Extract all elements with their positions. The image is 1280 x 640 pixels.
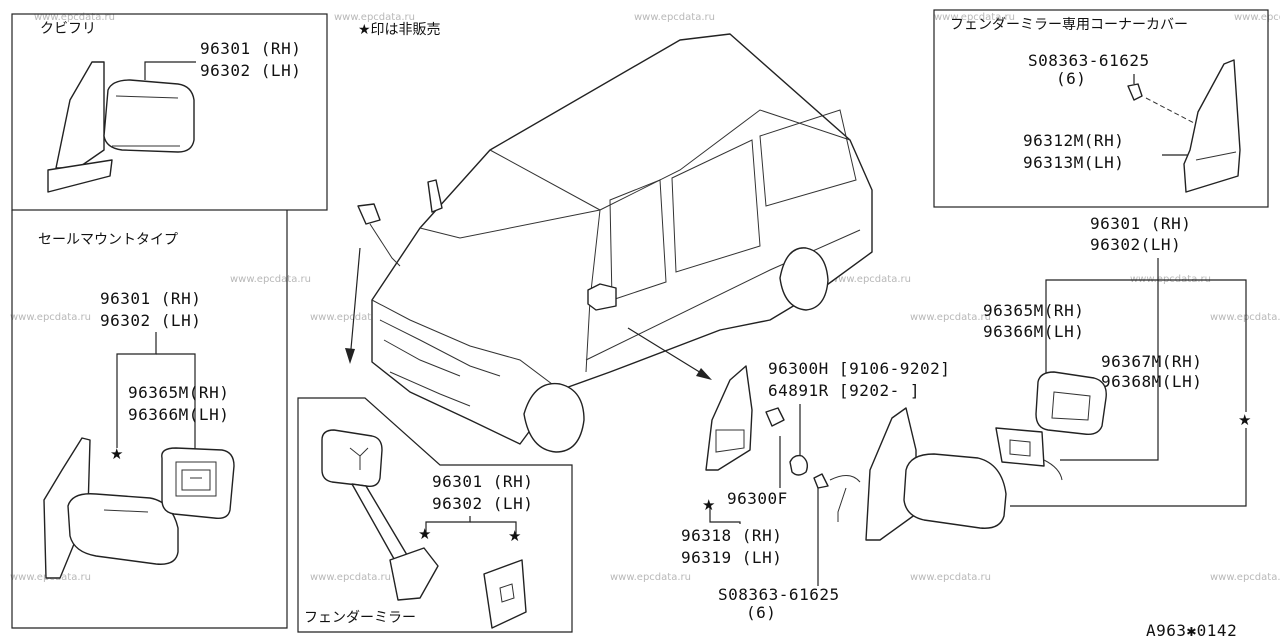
main-glass-rh: 96365M(RH)	[983, 301, 1084, 320]
main-mirror-rh: 96301 (RH)	[1090, 214, 1191, 233]
fender-cover-drawing	[1127, 59, 1241, 193]
watermark-text: www.epcdata.ru	[1210, 572, 1280, 583]
sill-mount-part-lh: 96302 (LH)	[100, 311, 201, 330]
main-star-cover: ★	[702, 496, 715, 514]
main-actuator-rh: 96367M(RH)	[1101, 352, 1202, 371]
main-actuator-lh: 96368M(LH)	[1101, 372, 1202, 391]
fender-mirror-part-rh: 96301 (RH)	[432, 472, 533, 491]
watermark-text: www.epcdata.ru	[634, 12, 715, 23]
sill-mount-star: ★	[110, 445, 123, 463]
sill-mount-glass-rh: 96365M(RH)	[128, 383, 229, 402]
main-cover-rh: 96318 (RH)	[681, 526, 782, 545]
sill-mount-title: セールマウントタイプ	[38, 232, 178, 248]
main-star-right: ★	[1238, 411, 1251, 429]
pointer-arrows	[345, 247, 712, 380]
fender-mirror-star-b: ★	[508, 527, 521, 545]
watermark-text: www.epcdata.ru	[910, 572, 991, 583]
fender-mirror-part-lh: 96302 (LH)	[432, 494, 533, 513]
fender-cover-part-lh: 96313M(LH)	[1023, 153, 1124, 172]
kubifuri-leader	[144, 61, 196, 80]
main-mirror-lh: 96302(LH)	[1090, 235, 1181, 254]
main-harness-b: 64891R [9202- ]	[768, 381, 920, 400]
main-mirror-leader-d	[1060, 280, 1159, 461]
fender-cover-screw-qty: (6)	[1056, 69, 1086, 88]
watermark-text: www.epcdata.ru	[334, 12, 415, 23]
fender-mirror-leader-a	[425, 516, 471, 534]
watermark-text: www.epcdata.ru	[1210, 312, 1280, 323]
sill-mount-mirror-drawing	[43, 437, 235, 579]
fender-cover-panel-box	[933, 9, 1269, 208]
watermark-text: www.epcdata.ru	[910, 312, 991, 323]
main-cover-lh: 96319 (LH)	[681, 548, 782, 567]
main-screw: S08363-61625	[718, 585, 840, 604]
sill-mount-leader-a	[116, 332, 157, 448]
main-glass-lh: 96366M(LH)	[983, 322, 1084, 341]
watermark-text: www.epcdata.ru	[1234, 12, 1280, 23]
main-harness-a: 96300H [9106-9202]	[768, 359, 950, 378]
main-cover-leader	[709, 508, 741, 524]
watermark-text: www.epcdata.ru	[934, 12, 1015, 23]
watermark-text: www.epcdata.ru	[34, 12, 115, 23]
sill-mount-part-rh: 96301 (RH)	[100, 289, 201, 308]
main-mirror-leader-a	[1045, 258, 1159, 374]
van-drawing	[357, 33, 873, 453]
fender-mirror-panel-box	[297, 397, 573, 633]
kubifuri-panel-box	[11, 13, 328, 211]
fender-mirror-leader-b	[470, 521, 517, 536]
main-screw-qty: (6)	[746, 603, 776, 622]
watermark-text: www.epcdata.ru	[610, 572, 691, 583]
main-mirror-leader-c	[1010, 428, 1247, 507]
sill-mount-panel-box	[11, 210, 288, 629]
watermark-text: www.epcdata.ru	[230, 274, 311, 285]
fender-mirror-star-a: ★	[418, 525, 431, 543]
kubifuri-mirror-drawing	[47, 61, 195, 193]
watermark-text: www.epcdata.ru	[310, 572, 391, 583]
fender-cover-title: フェンダーミラー専用コーナーカバー	[950, 17, 1188, 33]
footer-code: A963✱0142	[1146, 621, 1237, 640]
watermark-text: www.epcdata.ru	[830, 274, 911, 285]
main-assembly-drawing	[705, 365, 1107, 541]
kubifuri-part-rh: 96301 (RH)	[200, 39, 301, 58]
watermark-text: www.epcdata.ru	[10, 312, 91, 323]
kubifuri-title: クビフリ	[40, 21, 96, 37]
fender-cover-part-rh: 96312M(RH)	[1023, 131, 1124, 150]
main-mirror-leader-b	[1158, 279, 1247, 412]
fender-cover-screw: S08363-61625	[1028, 51, 1150, 70]
fender-mirror-drawing	[321, 429, 527, 629]
sill-mount-glass-lh: 96366M(LH)	[128, 405, 229, 424]
main-finisher: 96300F	[727, 489, 788, 508]
sill-mount-leader-b	[156, 353, 196, 452]
fender-mirror-title: フェンダーミラー	[304, 610, 416, 626]
watermark-text: www.epcdata.ru	[310, 312, 391, 323]
kubifuri-part-lh: 96302 (LH)	[200, 61, 301, 80]
legend-note: ★印は非販売	[358, 22, 441, 38]
